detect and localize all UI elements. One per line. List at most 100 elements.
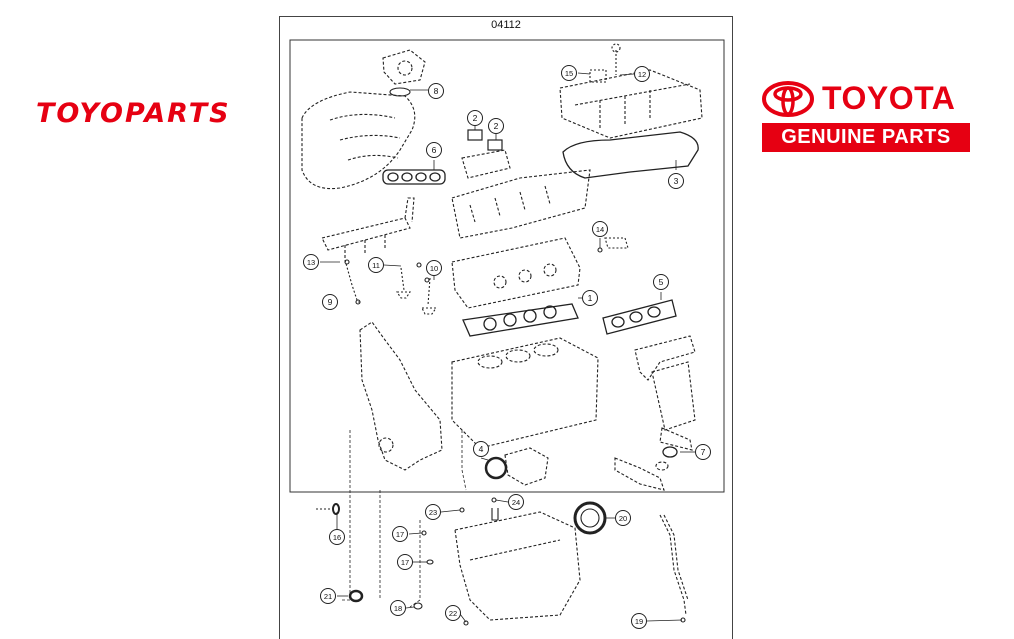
callout-number: 20 — [619, 514, 627, 523]
diagram-code: 04112 — [491, 19, 521, 31]
callout-number: 22 — [449, 609, 457, 618]
callout-23: 23 — [425, 504, 441, 520]
callout-number: 1 — [588, 293, 593, 303]
exhaust-manifold — [634, 335, 696, 451]
callout-18: 18 — [390, 600, 406, 616]
throttle-gasket — [389, 87, 411, 97]
callout-circle — [631, 613, 647, 629]
callout-6: 6 — [426, 142, 442, 158]
callout-number: 7 — [701, 447, 706, 457]
callout-15: 15 — [561, 65, 577, 81]
fuel-rail — [321, 197, 415, 258]
callout-number: 23 — [429, 508, 437, 517]
exhaust-valve — [421, 277, 438, 315]
callout-number: 15 — [565, 69, 573, 78]
callout-11: 11 — [368, 257, 384, 273]
callout-circle — [668, 173, 684, 189]
callout-circle — [561, 65, 577, 81]
rear-crankshaft-oil-seal — [573, 501, 607, 535]
callout-4: 4 — [473, 441, 489, 457]
callout-number: 5 — [659, 277, 664, 287]
callout-circle — [634, 66, 650, 82]
callout-number: 8 — [434, 86, 439, 96]
callout-2: 2 — [467, 110, 483, 126]
callout-12: 12 — [634, 66, 650, 82]
valve-stem-seal-part — [344, 259, 361, 305]
callout-2: 2 — [488, 118, 504, 134]
front-exhaust-pipe — [614, 457, 669, 491]
callout-number: 2 — [494, 121, 499, 131]
callout-19: 19 — [631, 613, 647, 629]
cylinder-head — [451, 237, 581, 309]
callout-number: 17 — [401, 558, 409, 567]
toyota-wordmark: TOYOTA — [822, 80, 956, 116]
callout-circle — [320, 588, 336, 604]
toyota-emblem-icon — [762, 80, 814, 117]
callout-circle — [695, 444, 711, 460]
callout-number: 21 — [324, 592, 332, 601]
callout-13: 13 — [303, 254, 319, 270]
callout-8: 8 — [428, 83, 444, 99]
callout-number: 11 — [372, 261, 380, 270]
intake-gasket — [382, 169, 446, 185]
callout-17: 17 — [392, 526, 408, 542]
water-pump — [504, 447, 549, 486]
cam-bearing-cap — [461, 149, 511, 179]
oil-pan — [454, 511, 581, 621]
intake-manifold — [301, 91, 416, 190]
callout-9: 9 — [322, 294, 338, 310]
callout-circle — [508, 494, 524, 510]
kit-boundary — [289, 39, 725, 493]
throttle-body — [382, 49, 426, 85]
callout-3: 3 — [668, 173, 684, 189]
intake-valve — [395, 267, 412, 299]
callout-circle — [425, 504, 441, 520]
crankshaft-front-seal — [484, 456, 508, 480]
callout-number: 13 — [307, 258, 315, 267]
callout-circle — [592, 221, 608, 237]
callout-number: 6 — [432, 145, 437, 155]
callout-number: 24 — [512, 498, 520, 507]
callout-circle — [488, 118, 504, 134]
callout-20: 20 — [615, 510, 631, 526]
callout-number: 4 — [479, 444, 484, 454]
callout-circle — [426, 260, 442, 276]
head-gasket — [462, 303, 579, 337]
callout-circle — [653, 274, 669, 290]
callout-number: 3 — [674, 176, 679, 186]
exhaust-pipe-gasket — [662, 446, 678, 458]
callout-circle — [322, 294, 338, 310]
callout-14: 14 — [592, 221, 608, 237]
cylinder-block — [451, 337, 599, 449]
callout-circle — [582, 290, 598, 306]
callout-circle — [390, 600, 406, 616]
callout-circle — [428, 83, 444, 99]
genuine-parts-banner: GENUINE PARTS — [762, 123, 970, 152]
callout-circle — [303, 254, 319, 270]
callout-number: 18 — [394, 604, 402, 613]
callout-circle — [473, 441, 489, 457]
timing-chain-cover — [359, 321, 443, 471]
callout-17: 17 — [397, 554, 413, 570]
callout-24: 24 — [508, 494, 524, 510]
callout-16: 16 — [329, 529, 345, 545]
callout-number: 2 — [473, 113, 478, 123]
exhaust-manifold-gasket — [602, 299, 677, 335]
oil-filler — [589, 43, 621, 83]
callout-1: 1 — [582, 290, 598, 306]
callout-number: 14 — [596, 225, 604, 234]
toyoparts-logo: TOYOPARTS — [36, 98, 231, 129]
oil-pressure-switch — [597, 237, 629, 253]
callout-circle — [467, 110, 483, 126]
callout-22: 22 — [445, 605, 461, 621]
callout-number: 16 — [333, 533, 341, 542]
cam-housing — [451, 169, 591, 239]
callout-21: 21 — [320, 588, 336, 604]
diagram-frame — [279, 16, 733, 639]
callout-circle — [392, 526, 408, 542]
callout-circle — [368, 257, 384, 273]
callout-number: 10 — [430, 264, 438, 273]
callout-circle — [615, 510, 631, 526]
